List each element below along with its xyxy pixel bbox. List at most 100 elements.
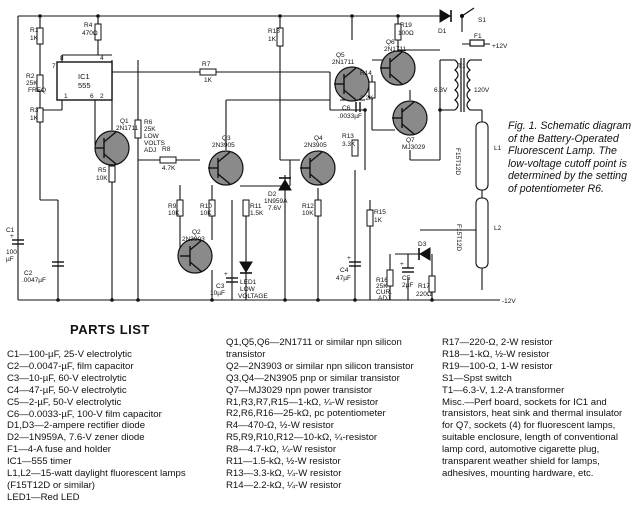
part-r1-r3-r7-r15: R1,R3,R7,R15—1-kΩ, ¼-W resistor	[226, 396, 379, 408]
label-r2: R2	[26, 73, 35, 80]
part-r13: R13—3.3-kΩ, ¼-W resistor	[226, 467, 342, 479]
label-r3-value: 1K	[30, 115, 39, 122]
label-ic1-value: 555	[78, 81, 91, 90]
part-q7: Q7—MJ3029 npn power transistor	[226, 384, 373, 396]
label-r1: R1	[30, 27, 39, 34]
label-pin8: 8	[60, 55, 64, 62]
r4-body	[94, 23, 102, 41]
part-c1: C1—100-µF, 25-V electrolytic	[7, 349, 132, 360]
r7-body	[199, 68, 217, 76]
label-q4: Q4	[314, 135, 323, 142]
label-led1-low: LOW	[240, 286, 256, 293]
label-r17-value: 220Ω	[416, 291, 432, 298]
label-r18: R18	[268, 28, 280, 35]
label-q2: Q2	[192, 229, 201, 236]
label-r4-value: 470Ω	[82, 30, 98, 37]
label-t1-secondary: 6.3V	[434, 87, 448, 94]
label-r11: R11	[250, 203, 262, 210]
label-d2-voltage: 7.6V	[268, 205, 282, 212]
r14-body	[368, 81, 376, 99]
label-r8: R8	[162, 146, 171, 153]
part-r17: R17—220-Ω, 2-W resistor	[442, 337, 553, 348]
part-c6: C6—0.0033-µF, 100-V film capacitor	[7, 408, 162, 420]
d3-symbol	[419, 247, 431, 261]
label-r5: R5	[98, 167, 107, 174]
r6-body	[134, 119, 142, 139]
label-q3: Q3	[222, 135, 231, 142]
part-d2: D2—1N959A, 7.6-V zener diode	[7, 432, 145, 444]
schematic-diagram: R1 1K R2 25K FREQ R3 1K R4 470Ω IC1 555 …	[6, 7, 516, 305]
label-c2: C2	[24, 270, 33, 277]
label-plus-12v: +12V	[492, 43, 508, 50]
r12-body	[314, 199, 322, 217]
part-q3-q4: Q3,Q4—2N3905 pnp or similar transistor	[226, 372, 400, 384]
label-q1-value: 2N1711	[116, 125, 139, 132]
lamp-l1	[475, 121, 489, 191]
label-r12: R12	[302, 203, 314, 210]
label-r6: R6	[144, 119, 153, 126]
r3-body	[36, 107, 44, 123]
label-r7-value: 1K	[204, 77, 213, 84]
label-ic1: IC1	[78, 72, 90, 81]
label-r19: R19	[400, 22, 412, 29]
label-d2: D2	[268, 191, 277, 198]
label-l1: L1	[494, 145, 502, 152]
label-f1: F1	[474, 33, 482, 40]
d1-symbol	[439, 9, 451, 23]
label-r4: R4	[84, 22, 93, 29]
part-f1: F1—4-A fuse and holder	[7, 444, 111, 456]
label-q6-value: 2N1711	[384, 46, 407, 53]
part-r11: R11—1.5-kΩ, ½-W resistor	[226, 456, 341, 468]
part-q1-q5-q6: Q1,Q5,Q6—2N1711 or similar npn silicon t…	[226, 337, 402, 360]
part-r5-r9-r10-r12: R5,R9,R10,R12—10-kΩ, ¼-resistor	[226, 432, 378, 444]
parts-column-3: R17—220-Ω, 2-W resistor R18—1-kΩ, ½-W re…	[442, 337, 636, 480]
label-pin6: 6	[90, 93, 94, 100]
label-r16-adj: ADJ	[378, 295, 390, 302]
part-c5: C5—2-µF, 50-V electrolytic	[7, 396, 122, 408]
r13-body	[351, 139, 359, 157]
label-q2-value: 2N3903	[182, 236, 205, 243]
label-r16: R16	[376, 277, 388, 284]
label-q3-value: 2N3905	[212, 142, 235, 149]
label-r14: R14	[360, 70, 372, 77]
diodes	[239, 9, 452, 274]
label-r16-cur: CUR.	[376, 289, 392, 296]
transformer-t1	[454, 58, 471, 112]
r9-body	[176, 199, 184, 217]
label-minus-12v: -12V	[502, 298, 516, 305]
label-led1: LED1	[240, 279, 257, 286]
part-misc: Misc.—Perf board, sockets for IC1 and tr…	[442, 396, 623, 479]
r16-body	[386, 269, 394, 287]
label-c4-plus: +	[347, 255, 351, 262]
label-r10-value: 10K	[200, 210, 212, 217]
label-c6: C6	[342, 105, 351, 112]
label-r1-value: 1K	[30, 35, 39, 42]
label-c1-unit: µF	[6, 256, 14, 263]
part-r19: R19—100-Ω, 1-W resistor	[442, 360, 553, 372]
r8-body	[159, 156, 177, 164]
label-r14-value: 2.2K	[360, 95, 374, 102]
led1-symbol	[239, 261, 253, 273]
part-r8: R8—4.7-kΩ, ¼-W resistor	[226, 444, 337, 456]
label-c3-plus: +	[224, 271, 228, 278]
label-r12-value: 10K	[302, 210, 314, 217]
parts-list-title: PARTS LIST	[70, 322, 150, 337]
r2-body	[36, 74, 44, 92]
label-c4: C4	[340, 267, 349, 274]
label-r13-value: 3.3K	[342, 141, 356, 148]
label-led1-voltage: VOLTAGE	[238, 293, 268, 300]
part-c3: C3—10-µF, 60-V electrolytic	[7, 372, 127, 384]
part-c2: C2—0.0047-µF, film capacitor	[7, 360, 134, 372]
part-t1: T1—6.3-V, 1.2-A transformer	[442, 384, 565, 396]
label-l2-value: F15T12D	[455, 224, 462, 251]
label-r2-freq: FREQ	[28, 87, 46, 94]
parts-column-2: Q1,Q5,Q6—2N1711 or similar npn silicon t…	[226, 337, 438, 492]
label-l1-value: F15T12D	[454, 148, 461, 175]
label-q7-value: MJ3029	[402, 144, 426, 151]
r19-body	[394, 23, 402, 41]
ic1-box	[56, 61, 113, 101]
label-r6-volts: VOLTS	[144, 140, 165, 147]
q2-circle	[177, 238, 213, 274]
r5-body	[108, 165, 116, 183]
label-r17: R17	[418, 283, 430, 290]
